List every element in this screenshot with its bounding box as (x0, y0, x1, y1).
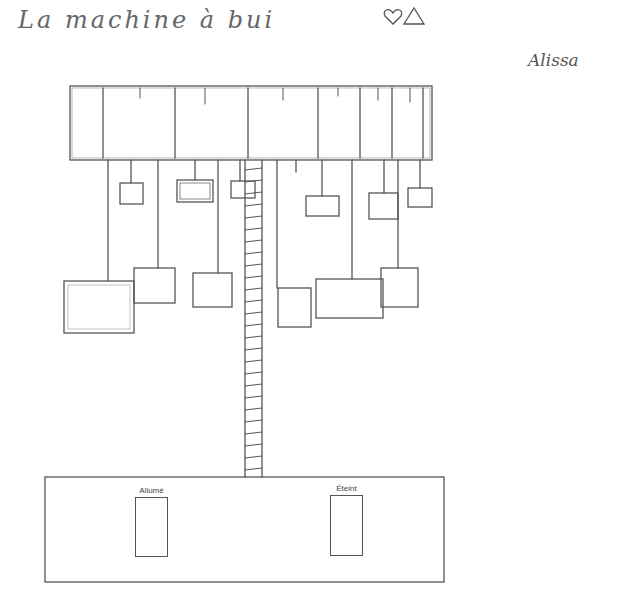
door-box: Allumé (135, 497, 168, 557)
ladder-rung (245, 252, 262, 254)
base-housing (45, 477, 444, 582)
ladder-rung (245, 288, 262, 290)
top-beam (70, 86, 432, 160)
ladder-rung (245, 456, 262, 458)
signature-text: Alissa (528, 50, 579, 70)
hanging-strings (108, 160, 420, 288)
ladder-rung (245, 312, 262, 314)
ladder-rung (245, 300, 262, 302)
title-text: La machine à bui (18, 6, 275, 34)
ladder-rung (245, 384, 262, 386)
door-label: Allumé (138, 486, 164, 495)
beam-dividers (103, 88, 423, 158)
door-box: Éteint (330, 495, 363, 556)
ladder-rung (245, 396, 262, 398)
ladder-rung (245, 444, 262, 446)
ladder-rung (245, 432, 262, 434)
triangle-doodle (404, 8, 424, 24)
ladder-rung (245, 264, 262, 266)
ladder-rung (245, 408, 262, 410)
ladder-rung (245, 192, 262, 194)
ladder-rung (245, 240, 262, 242)
ladder-rung (245, 168, 262, 170)
ladder-rung (245, 336, 262, 338)
ladder-rung (245, 276, 262, 278)
ladder-rung (245, 348, 262, 350)
ladder-rung (245, 372, 262, 374)
ladder-rung (245, 204, 262, 206)
ladder-rung (245, 420, 262, 422)
ladder (245, 160, 262, 477)
hanging-box (120, 183, 143, 204)
heart-doodle (384, 10, 401, 24)
hanging-box (64, 281, 134, 333)
ladder-rung (245, 180, 262, 182)
ladder-rung (245, 468, 262, 470)
door-label: Éteint (335, 484, 357, 493)
ladder-rung (245, 324, 262, 326)
ladder-rung (245, 360, 262, 362)
ladder-rung (245, 228, 262, 230)
ladder-rung (245, 216, 262, 218)
